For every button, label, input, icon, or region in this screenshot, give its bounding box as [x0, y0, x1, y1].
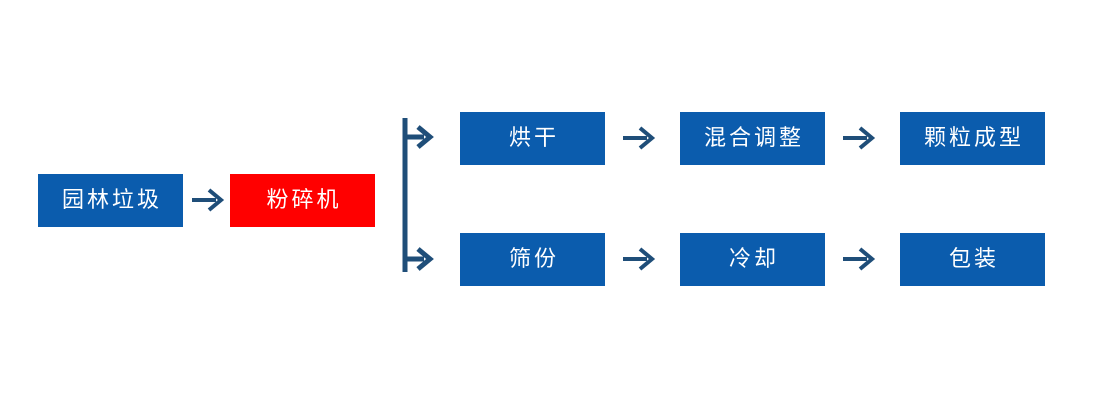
arrow-right-icon [191, 187, 225, 213]
arrow-right-icon [842, 246, 876, 272]
node-granule-forming[interactable]: 颗粒成型 [900, 112, 1045, 165]
node-packaging[interactable]: 包装 [900, 233, 1045, 286]
arrow-right-icon [622, 125, 656, 151]
arrow-right-icon [842, 125, 876, 151]
node-crusher[interactable]: 粉碎机 [230, 174, 375, 227]
node-garden-waste[interactable]: 园林垃圾 [38, 174, 183, 227]
node-drying[interactable]: 烘干 [460, 112, 605, 165]
node-mixing-adjustment[interactable]: 混合调整 [680, 112, 825, 165]
branch-split-icon [398, 112, 444, 282]
node-cooling[interactable]: 冷却 [680, 233, 825, 286]
arrow-right-icon [622, 246, 656, 272]
node-screening[interactable]: 筛份 [460, 233, 605, 286]
